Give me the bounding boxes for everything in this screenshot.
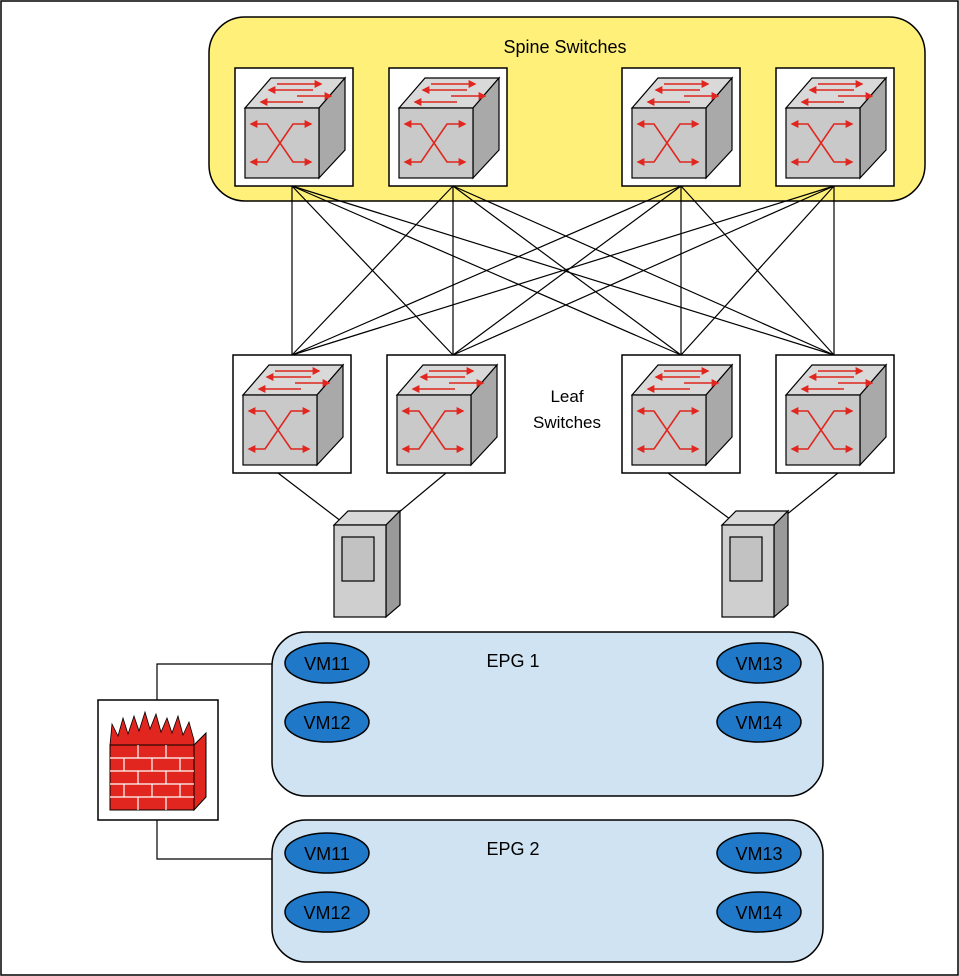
spine-switch-icon <box>622 68 740 186</box>
server-icon <box>333 510 401 618</box>
vm-label: VM13 <box>735 654 782 674</box>
epg-label: EPG 1 <box>486 651 539 671</box>
epg-group <box>271 631 824 797</box>
vm-label: VM14 <box>735 903 782 923</box>
vm-node <box>716 642 802 684</box>
vm-label: VM11 <box>304 844 350 864</box>
spine-switch-icon <box>235 68 353 186</box>
vm-label: VM12 <box>303 713 350 733</box>
vm-node <box>716 701 802 743</box>
spine-group <box>208 16 926 202</box>
epg-group <box>271 819 824 963</box>
vm-node <box>716 832 802 874</box>
server-icon <box>721 510 789 618</box>
leaf-label-line1: Leaf <box>550 387 583 406</box>
spine-leaf-links <box>291 185 835 356</box>
vm-label: VM13 <box>735 844 782 864</box>
leaf-label-line2: Switches <box>533 413 601 432</box>
leaf-switch-icon <box>233 355 351 473</box>
firewall-epg1-link <box>156 663 272 700</box>
firewall-epg2-link <box>156 820 272 860</box>
epg-label: EPG 2 <box>486 839 539 859</box>
firewall-icon <box>97 699 219 821</box>
leaf-switch-icon <box>387 355 505 473</box>
spine-switch-icon <box>389 68 507 186</box>
vm-node <box>284 701 370 743</box>
vm-label: VM14 <box>735 713 782 733</box>
vm-label: VM11 <box>304 654 350 674</box>
vm-node <box>284 891 370 933</box>
vm-node <box>284 832 370 874</box>
spine-switch-icon <box>776 68 894 186</box>
vm-label: VM12 <box>303 903 350 923</box>
vm-node <box>284 642 370 684</box>
vm-node <box>716 891 802 933</box>
spine-group-label: Spine Switches <box>503 37 626 57</box>
leaf-switch-icon <box>622 355 740 473</box>
leaf-switch-icon <box>776 355 894 473</box>
